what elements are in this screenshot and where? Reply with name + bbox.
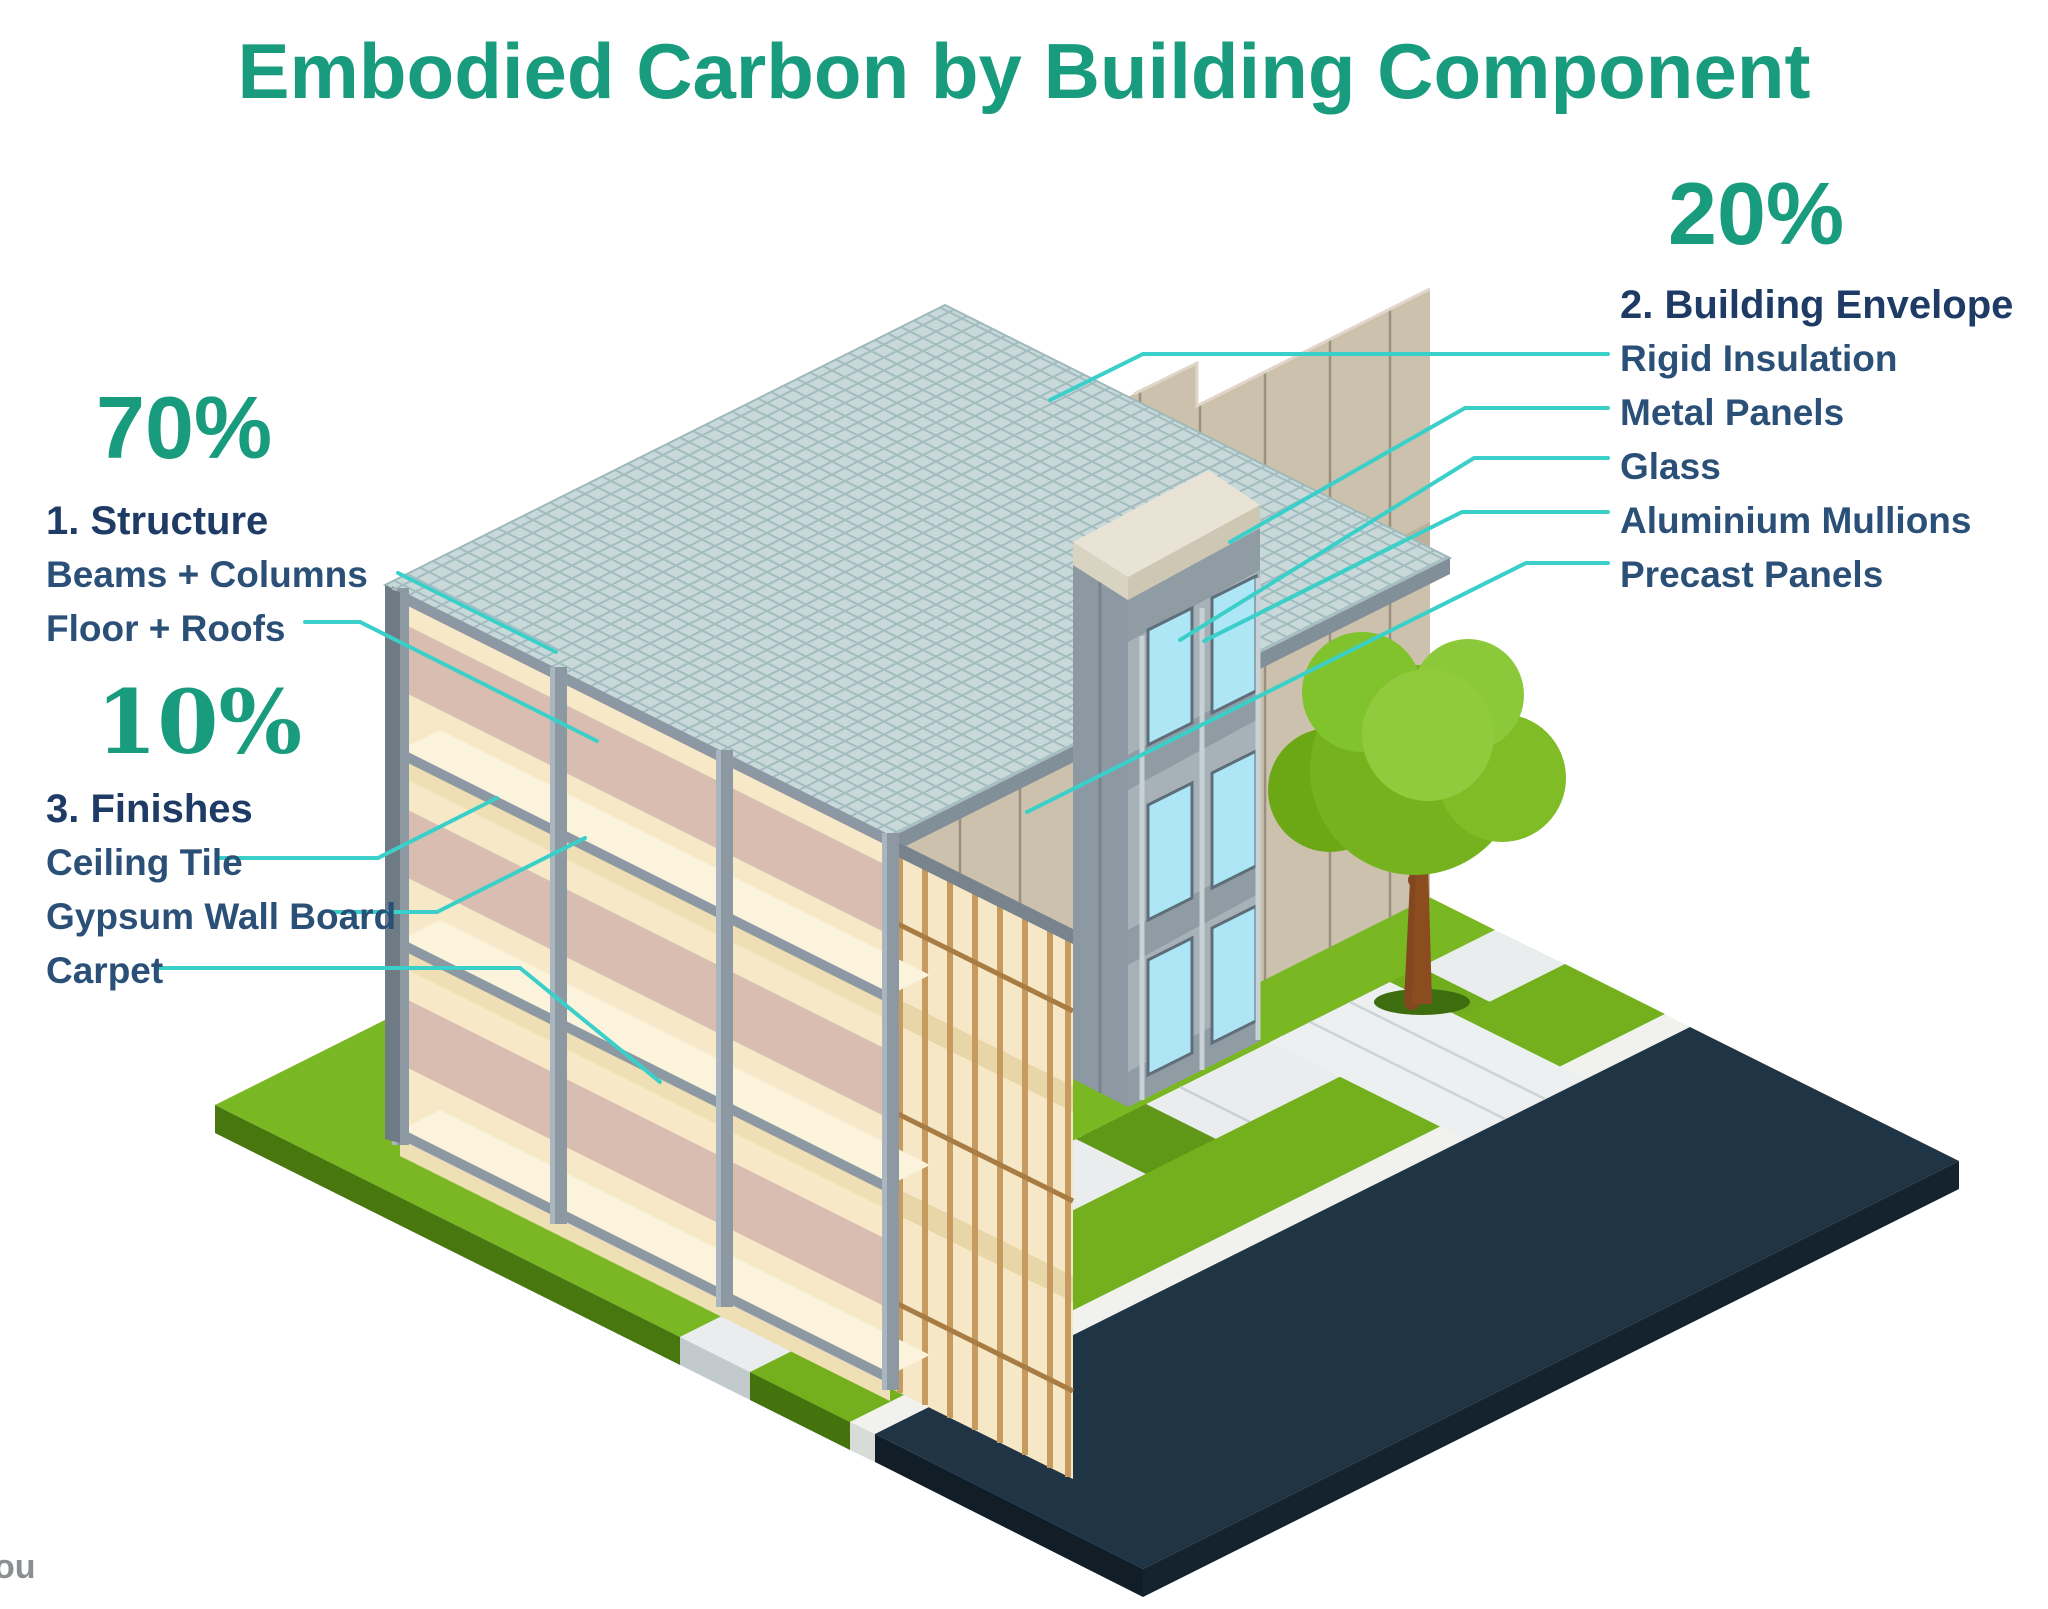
envelope-tower	[1073, 470, 1261, 1107]
structure-item-floor-roofs: Floor + Roofs	[46, 608, 286, 649]
leader-lines	[156, 352, 1610, 1084]
structure-module	[385, 586, 930, 1401]
crosswalk-joints	[1309, 1000, 1546, 1121]
tree-foliage	[1268, 632, 1566, 875]
road-side-sw	[875, 1434, 1143, 1597]
road-side-se	[1143, 1161, 1959, 1597]
envelope-percent: 20%	[1668, 164, 1845, 263]
timber-framing	[888, 838, 1075, 1479]
envelope-item-precast-panels: Precast Panels	[1620, 554, 1884, 595]
structure-percent: 70%	[96, 378, 273, 477]
gypsum-wall	[400, 622, 890, 935]
structure-heading: 1. Structure	[46, 499, 269, 543]
finishes-item-gypsum: Gypsum Wall Board	[46, 896, 397, 937]
module-return-edge	[385, 588, 400, 1143]
glass-windows	[1146, 573, 1258, 1078]
finishes-item-ceiling-tile: Ceiling Tile	[46, 842, 243, 883]
finishes-heading: 3. Finishes	[46, 787, 253, 831]
finishes-percent: 10%	[96, 670, 303, 774]
leader-carpet	[156, 966, 662, 1084]
steel-beams	[392, 586, 898, 1388]
tower-spandrels	[1128, 528, 1260, 1107]
road	[875, 1027, 1959, 1569]
tower-cap-top	[1073, 470, 1260, 577]
tower-cap-side-sw	[1073, 542, 1128, 600]
leader-gypsum	[330, 836, 587, 914]
envelope-label-group: 2. Building Envelope Rigid Insulation Me…	[1620, 278, 2013, 602]
leader-floor-roofs	[303, 620, 599, 743]
verge-side	[750, 1372, 850, 1450]
timber-rails	[888, 917, 1075, 1394]
tree-icon	[1268, 632, 1566, 1015]
curb-side	[850, 1422, 875, 1462]
aluminium-mullions	[1139, 578, 1261, 1100]
leader-beams-columns	[396, 571, 558, 654]
envelope-heading: 2. Building Envelope	[1620, 283, 2014, 327]
leader-ceiling-tile	[216, 796, 499, 860]
leader-aluminium-mullions	[1202, 510, 1610, 643]
leader-rigid-insulation	[1048, 352, 1610, 402]
envelope-item-aluminium-mullions: Aluminium Mullions	[1620, 500, 1972, 541]
leader-glass	[1178, 456, 1610, 642]
leader-precast-panels	[1025, 561, 1610, 814]
grass-side	[215, 1105, 680, 1365]
gypsum-wall	[400, 806, 890, 1119]
timber-fascia	[890, 838, 1073, 944]
page-title: Embodied Carbon by Building Component	[237, 27, 1811, 115]
gypsum-wall	[400, 996, 890, 1309]
envelope-item-rigid-insulation: Rigid Insulation	[1620, 338, 1898, 379]
finishes-item-carpet: Carpet	[46, 950, 164, 991]
structure-item-beams-columns: Beams + Columns	[46, 554, 368, 595]
sidewalk-side	[680, 1337, 750, 1400]
envelope-item-metal-panels: Metal Panels	[1620, 392, 1845, 433]
crosswalk	[1270, 982, 1585, 1139]
cropped-watermark-text: ou	[0, 1548, 36, 1586]
tower-cap-side-se	[1128, 505, 1260, 600]
envelope-item-glass: Glass	[1620, 446, 1721, 487]
floor-slabs	[400, 730, 930, 1401]
finishes-label-group: 3. Finishes Ceiling Tile Gypsum Wall Boa…	[46, 782, 396, 998]
structure-label-group: 1. Structure Beams + Columns Floor + Roo…	[46, 494, 368, 656]
leader-metal-panels	[1228, 406, 1610, 544]
